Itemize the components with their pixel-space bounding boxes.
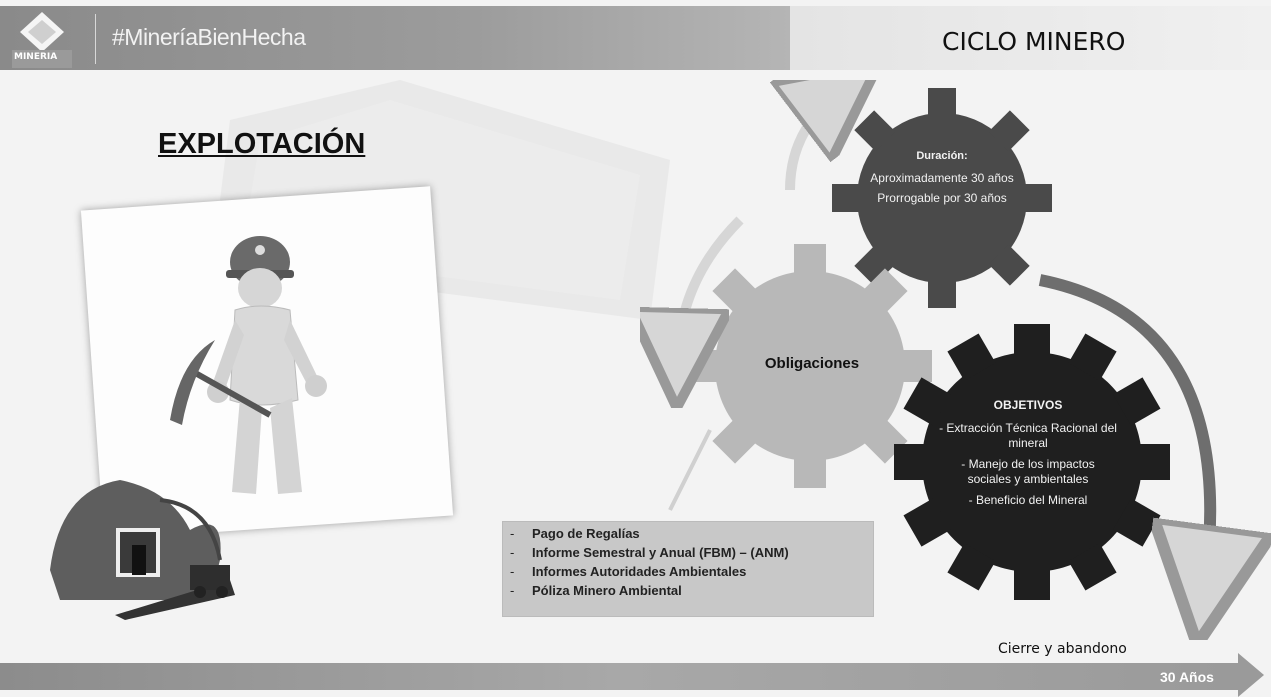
logo-text: MINERIA [14,52,58,62]
pointer-line [668,429,712,511]
timeline-arrow-icon [1238,653,1264,697]
obligation-item: Pago de Regalías [510,526,874,545]
objectives-gear [894,324,1170,600]
cycle-arrow-right [1038,274,1210,585]
section-title: EXPLOTACIÓN [158,128,366,160]
cycle-arrow-top [790,92,840,191]
obligations-list: Pago de Regalías Informe Semestral y Anu… [502,521,874,602]
objectives-heading: OBJETIVOS [993,398,1063,412]
objective-item: - Beneficio del Mineral [968,493,1088,507]
objective-item: - Extracción Técnica Racional del minera… [939,421,1117,450]
page-title: CICLO MINERO [942,27,1126,56]
duration-line-1: Aproximadamente 30 años [870,171,1014,185]
header-banner [0,6,790,70]
header-banner-right [790,6,1271,70]
closure-label: Cierre y abandono [998,641,1127,657]
duration-label: Duración: Aproximadamente 30 años Prorro… [862,148,1022,210]
years-label: 30 Años [1160,669,1214,685]
hashtag: #MineríaBienHecha [112,24,306,50]
duration-heading: Duración: [916,150,968,162]
mining-cycle-diagram [640,80,1271,640]
mine-entrance-icon [50,480,235,620]
timeline-bar [0,663,1238,690]
ministry-logo [12,12,72,68]
miner-figure-icon [170,236,327,494]
duration-line-2: Prorrogable por 30 años [877,191,1007,205]
objectives-label: OBJETIVOS - Extracción Técnica Racional … [938,398,1118,514]
header-divider [95,14,96,64]
duration-gear [832,88,1052,308]
obligation-item: Informes Autoridades Ambientales [510,564,874,583]
objective-item: - Manejo de los impactos sociales y ambi… [961,457,1095,486]
obligations-list-box: Pago de Regalías Informe Semestral y Anu… [502,521,874,617]
obligation-item: Informe Semestral y Anual (FBM) – (ANM) [510,545,874,564]
cycle-arrow-left [678,216,744,358]
obligations-heading: Obligaciones [764,355,860,372]
obligation-item: Póliza Minero Ambiental [510,583,874,602]
